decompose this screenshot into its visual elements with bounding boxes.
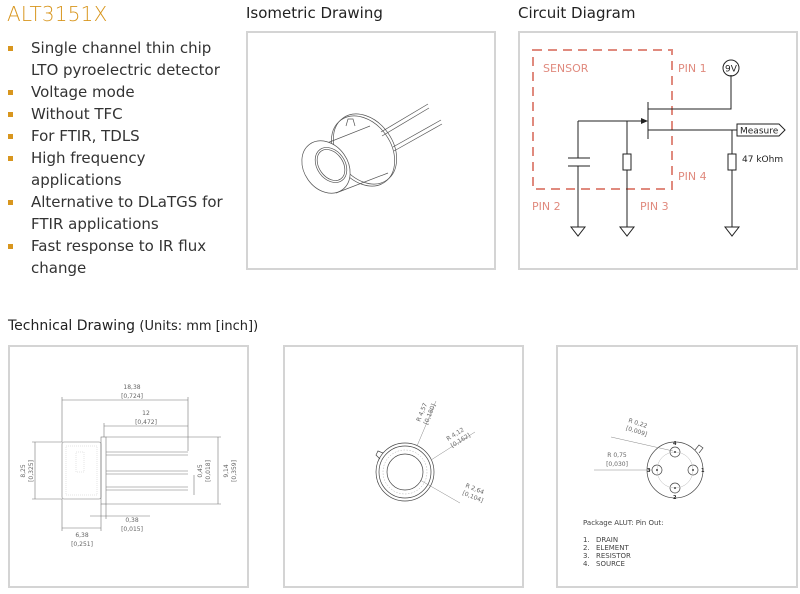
feature-item: For FTIR, TDLS xyxy=(8,125,238,147)
product-title: ALT3151X xyxy=(7,2,108,26)
dim-lead-length-inch: [0,472] xyxy=(135,419,157,426)
feature-item: Voltage mode xyxy=(8,81,238,103)
supply-node-icon xyxy=(722,59,740,77)
dim-body-length-inch: [0,251] xyxy=(71,541,93,548)
bullet-icon xyxy=(8,112,13,117)
bullet-icon xyxy=(8,90,13,95)
pin-number-2: 2 xyxy=(673,495,677,501)
dim-body-diameter: 8,25 xyxy=(20,464,27,478)
dim-overall-length: 18,38 xyxy=(123,384,140,391)
dim-hole-radius: R 0,75 xyxy=(607,452,627,459)
pin3-label: PIN 3 xyxy=(640,200,669,213)
feature-item: Fast response to IR flux change xyxy=(8,235,238,279)
bullet-icon xyxy=(8,200,13,205)
dim-lead-length: 12 xyxy=(142,410,150,417)
pinout-name: DRAIN xyxy=(596,536,618,544)
pinout-num: 3. xyxy=(583,552,590,560)
pinout-num: 2. xyxy=(583,544,590,552)
dim-flange-thickness-inch: [0,015] xyxy=(121,526,143,533)
dim-hole-radius-inch: [0,030] xyxy=(606,461,628,468)
output-tag-icon xyxy=(736,123,786,137)
dim-lead-diameter: 0,45 xyxy=(197,464,204,478)
isometric-drawing-panel xyxy=(246,31,496,270)
dim-flange-diameter: 9,14 xyxy=(223,464,230,478)
bottom-view-drawing: 1 2 3 4 R 0,22[0,009] R 0,75 [0,030] Pac… xyxy=(583,417,705,568)
sensor-label: SENSOR xyxy=(543,62,589,75)
pin-number-1: 1 xyxy=(701,468,705,474)
pinout-name: ELEMENT xyxy=(596,544,629,552)
front-view-drawing: R 4,57[0,180] R 4,12[0,162] R 2,64[0,104… xyxy=(375,400,485,504)
isometric-heading: Isometric Drawing xyxy=(246,4,383,22)
pinout-name: SOURCE xyxy=(596,560,625,568)
dim-body-length: 6,38 xyxy=(75,532,89,539)
feature-item: High frequency applications xyxy=(8,147,238,191)
technical-heading: Technical Drawing (Units: mm [inch]) xyxy=(8,318,259,334)
pinout-title: Package ALUT: Pin Out: xyxy=(583,519,664,527)
bottom-view-panel: 1 2 3 4 R 0,22[0,009] R 0,75 [0,030] Pac… xyxy=(556,345,798,588)
pinout-name: RESISTOR xyxy=(596,552,631,560)
load-resistor-label: 47 kOhm xyxy=(742,155,783,165)
pinout-num: 1. xyxy=(583,536,590,544)
front-view-panel: R 4,57[0,180] R 4,12[0,162] R 2,64[0,104… xyxy=(283,345,524,588)
dim-overall-length-inch: [0,724] xyxy=(121,393,143,400)
side-view-drawing: 18,38 [0,724] 12 [0,472] 8,25 [0,325] 9,… xyxy=(20,384,238,548)
dim-lead-diameter-inch: [0,018] xyxy=(205,460,212,482)
circuit-heading: Circuit Diagram xyxy=(518,4,636,22)
feature-list: Single channel thin chip LTO pyroelectri… xyxy=(8,37,238,279)
isometric-drawing xyxy=(301,103,443,194)
feature-item: Alternative to DLaTGS for FTIR applicati… xyxy=(8,191,238,235)
bullet-icon xyxy=(8,134,13,139)
dim-flange-thickness: 0,38 xyxy=(125,517,139,524)
side-view-panel: 18,38 [0,724] 12 [0,472] 8,25 [0,325] 9,… xyxy=(8,345,249,588)
pinout-num: 4. xyxy=(583,560,590,568)
feature-item: Without TFC xyxy=(8,103,238,125)
circuit-diagram-panel: SENSOR PIN 1 PIN 4 PIN 2 PIN 3 9V Measur… xyxy=(518,31,798,270)
feature-item: Single channel thin chip LTO pyroelectri… xyxy=(8,37,238,81)
pin-number-3: 3 xyxy=(647,468,651,474)
bullet-icon xyxy=(8,156,13,161)
circuit-diagram: SENSOR PIN 1 PIN 4 PIN 2 PIN 3 9V Measur… xyxy=(532,49,786,237)
supply-label: 9V xyxy=(725,65,738,75)
dim-flange-diameter-inch: [0,359] xyxy=(231,460,238,482)
pin4-label: PIN 4 xyxy=(678,170,707,183)
pin1-label: PIN 1 xyxy=(678,62,707,75)
pin-number-4: 4 xyxy=(673,441,677,447)
dim-body-diameter-inch: [0,325] xyxy=(28,460,35,482)
output-label: Measure xyxy=(740,127,779,137)
sensor-boundary xyxy=(532,49,673,190)
pin2-label: PIN 2 xyxy=(532,200,561,213)
bullet-icon xyxy=(8,46,13,51)
bullet-icon xyxy=(8,244,13,249)
